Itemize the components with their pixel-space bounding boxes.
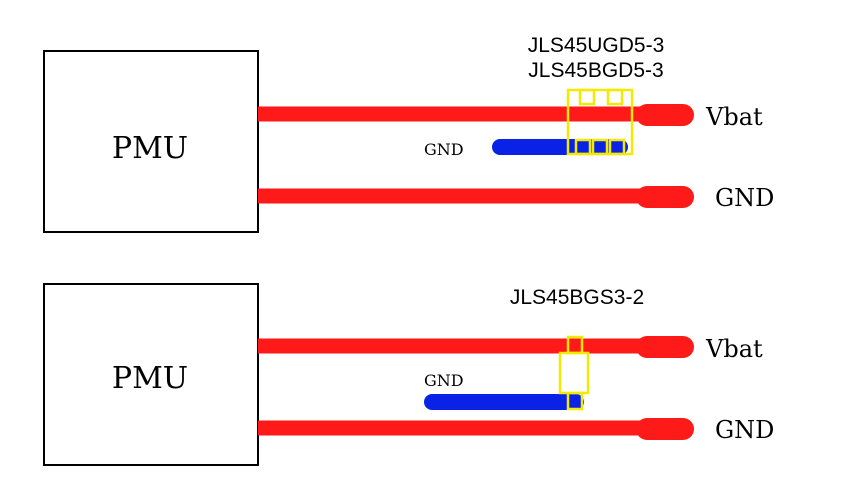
gnd-terminal-bottom: [636, 418, 694, 440]
pmu-label-bottom: PMU: [112, 361, 188, 396]
part-number-bottom: JLS45BGS3-2: [510, 286, 644, 309]
gnd-terminal-top: [636, 186, 694, 208]
pmu-block-bottom: [43, 283, 259, 466]
tvs-package-top: [566, 88, 634, 156]
vbat-terminal-top: [636, 104, 694, 126]
vbat-label-top: Vbat: [705, 103, 763, 131]
part-number-top-1: JLS45UGD5-3: [528, 34, 665, 57]
gnd-label-top: GND: [715, 184, 774, 212]
tvs-package-bottom: [558, 335, 590, 411]
circuit-top: PMU GND JLS45UGD5-3 JLS45BGD5-3 Vbat GND: [43, 34, 774, 233]
gnd-label-bottom: GND: [715, 416, 774, 444]
blue-gnd-trace-bottom: [424, 394, 584, 410]
vbat-label-bottom: Vbat: [705, 335, 763, 363]
blue-gnd-label-bottom: GND: [424, 371, 464, 390]
blue-gnd-label-top: GND: [424, 140, 464, 159]
circuit-bottom: PMU GND JLS45BGS3-2 Vbat GND: [43, 283, 774, 466]
pmu-block-top: [43, 50, 259, 233]
pmu-label-top: PMU: [112, 131, 188, 166]
vbat-terminal-bottom: [636, 336, 694, 358]
part-number-top-2: JLS45BGD5-3: [528, 59, 663, 82]
